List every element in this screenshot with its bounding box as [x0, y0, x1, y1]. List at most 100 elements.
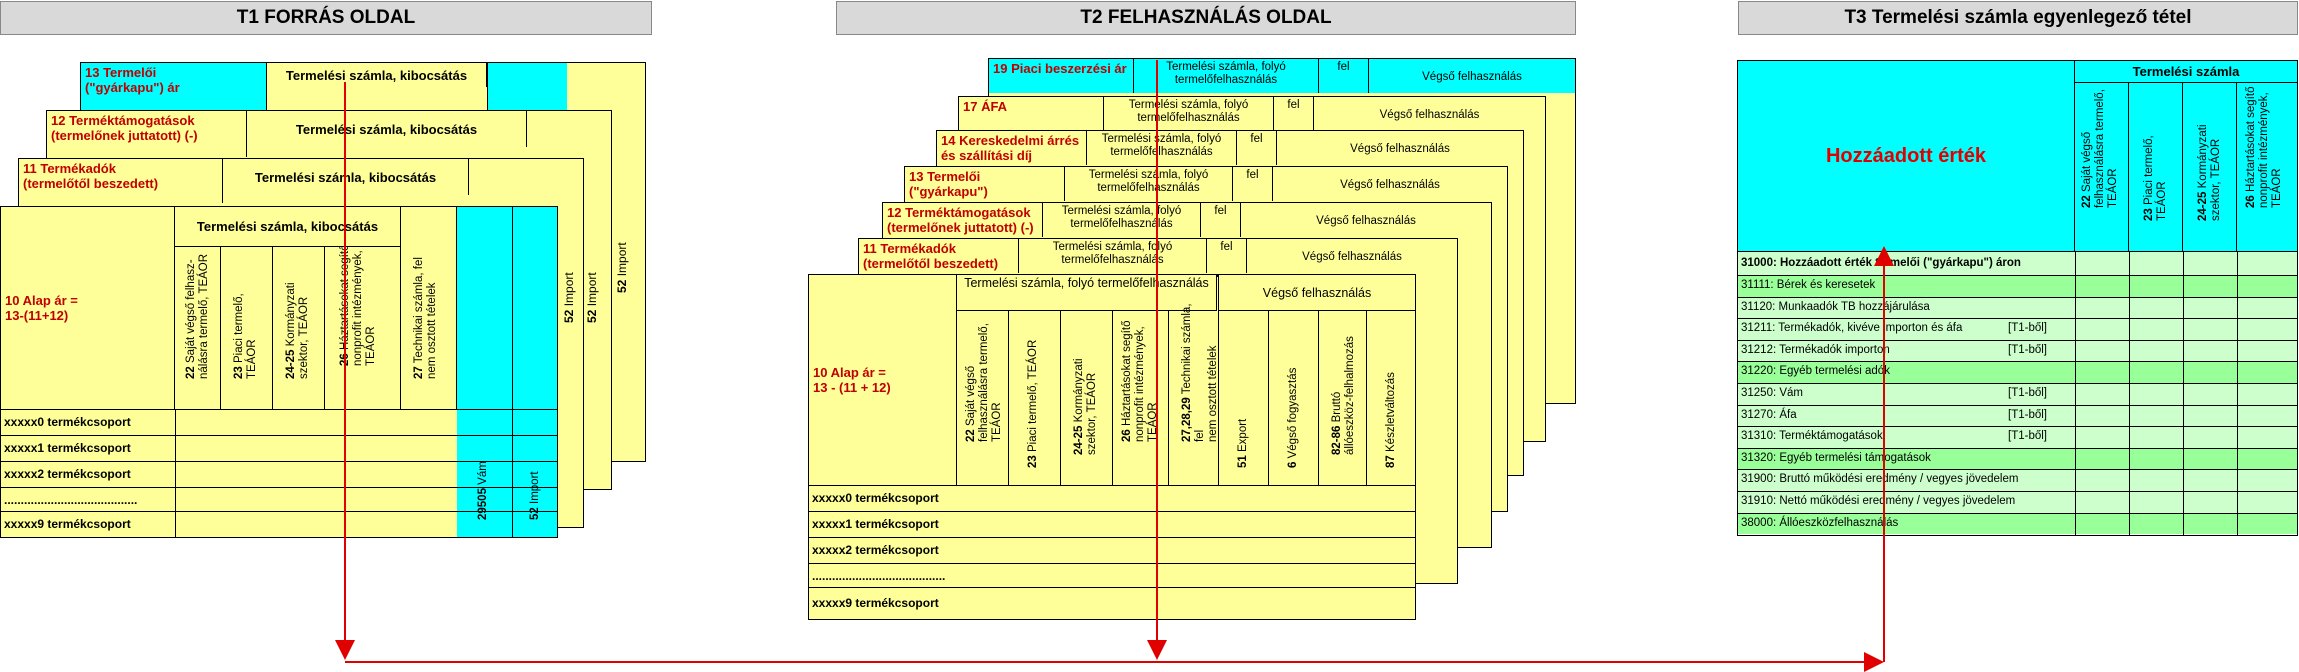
t3-row: 31212: Termékadók importon [T1-ből] — [1738, 339, 2297, 362]
t3-row-label: 31310: Terméktámogatások — [1741, 430, 1883, 443]
t2-sheet-14-right: Végső felhasználás — [1350, 142, 1450, 155]
t1-front-header: Termelési számla, kibocsátás — [175, 207, 401, 247]
t2-sheet-13-fel: fel — [1233, 167, 1273, 201]
t3-row: 31250: Vám [T1-ből] — [1738, 383, 2297, 405]
t3-row: 31910: Nettó működési eredmény / vegyes … — [1738, 491, 2297, 513]
t3-row: 31211: Termékadók, kivéve importon és áf… — [1738, 318, 2297, 340]
t3-col-23: 23 Piaci termelő, TEÁOR — [2129, 83, 2183, 251]
t2-col-26: 26 Háztartásokat segítő nonprofit intézm… — [1113, 311, 1169, 485]
t3-row: 31120: Munkaadók TB hozzájárulása — [1738, 296, 2297, 319]
t2-col-51: 51 Export — [1219, 311, 1269, 485]
t2-sheet-11-right: Végső felhasználás — [1302, 250, 1402, 263]
t1-col-22: 22 Saját végső felhasz- nálásra termelő,… — [175, 247, 221, 409]
t1-front-tab: 10 Alap ár = 13-(11+12) — [1, 207, 175, 409]
t2-row-1: xxxxx1 termékcsoport — [809, 511, 1415, 537]
t3-total-row: 31000: Hozzáadott érték termelői ("gyárk… — [1738, 251, 2297, 275]
t2-sheet-12-tab: 12 Terméktámogatások (termelőnek juttato… — [883, 203, 1043, 237]
t3-row: 31900: Bruttó működési eredmény / vegyes… — [1738, 469, 2297, 491]
t2-sheet-11-tab: 11 Termékadók (termelőtől beszedett) — [859, 239, 1019, 273]
t3-row-label: 31111: Bérek és keresetek — [1741, 279, 1876, 291]
t3-row: 31310: Terméktámogatások [T1-ből] — [1738, 426, 2297, 448]
t2-sheet-17-right: Végső felhasználás — [1379, 108, 1480, 121]
t1-title: T1 FORRÁS OLDAL — [0, 1, 652, 35]
t1-row-9: xxxxx9 termékcsoport — [1, 511, 557, 537]
t3-row-ref: [T1-ből] — [2008, 430, 2047, 443]
t2-sheet-17-tab: 17 ÁFA — [959, 97, 1104, 131]
t2-sheet-14-fel: fel — [1237, 131, 1277, 165]
t1-col-vam: 29505 Vám — [457, 207, 513, 537]
t2-sheet-17-fel: fel — [1274, 97, 1314, 131]
t2-col-6: 6 Végső fogyasztás — [1269, 311, 1319, 485]
t3-table: Hozzáadott érték Termelési számla 22 Saj… — [1737, 60, 2298, 536]
t3-title: T3 Termelési számla egyenlegező tétel — [1738, 1, 2298, 35]
t1-row-0: xxxxx0 termékcsoport — [1, 409, 557, 435]
t2-sheet-19-fel: fel — [1319, 59, 1369, 93]
t3-row: 31220: Egyéb termelési adók — [1738, 361, 2297, 383]
t2-col-27-29: 27,28,29 Technikai számla, fel nem oszto… — [1169, 275, 1219, 485]
t1-col-import: 52 Import — [513, 207, 557, 537]
t2-sheet-12-right: Végső felhasználás — [1316, 214, 1416, 227]
t2-sheet-19-mid: Termelési számla, folyó termelőfelhaszná… — [1134, 59, 1319, 93]
t3-row-label: 31220: Egyéb termelési adók — [1741, 365, 1890, 378]
t2-col-24-25: 24-25 Kormányzati szektor, TEÁOR — [1061, 311, 1113, 485]
t1-sheet-13-cyan-col — [487, 63, 567, 111]
t2-title: T2 FELHASZNÁLÁS OLDAL — [836, 1, 1576, 35]
t2-row-2: xxxxx2 termékcsoport — [809, 537, 1415, 563]
t2-row-0: xxxxx0 termékcsoport — [809, 485, 1415, 511]
t3-header-label: Hozzáadott érték — [1738, 61, 2075, 251]
t3-row-label: 38000: Állóeszközfelhasználás — [1741, 516, 1899, 529]
t2-sheet-14-mid: Termelési számla, folyó termelőfelhaszná… — [1087, 131, 1237, 165]
t1-col-27: 27 Technikai számla, fel nem osztott tét… — [401, 207, 457, 409]
t3-row: 31270: Áfa [T1-ből] — [1738, 404, 2297, 427]
t3-row-ref: [T1-ből] — [2008, 343, 2047, 356]
t3-row-label: 31120: Munkaadók TB hozzájárulása — [1741, 300, 1930, 313]
t1-col-26: 26 Háztartásokat segítő nonprofit intézm… — [325, 247, 401, 409]
t3-row-ref: [T1-ből] — [2008, 408, 2047, 421]
t3-row-ref: [T1-ből] — [2008, 322, 2047, 335]
t3-col-24-25: 24-25 Kormányzati szektor, TEÁOR — [2183, 83, 2237, 251]
t2-sheet-19-tab: 19 Piaci beszerzési ár — [989, 59, 1134, 93]
t3-row: 38000: Állóeszközfelhasználás — [1738, 512, 2297, 535]
t2-row-9: xxxxx9 termékcsoport — [809, 587, 1415, 619]
t3-col-22: 22 Saját végső felhasználásra termelő, T… — [2075, 83, 2129, 251]
t2-sheet-11-mid: Termelési számla, folyó termelőfelhaszná… — [1019, 239, 1207, 273]
t2-sheet-13-right: Végső felhasználás — [1340, 178, 1440, 191]
t2-front-right: Végső felhasználás — [1219, 275, 1415, 311]
t1-row-dots: ........................................ — [1, 487, 557, 511]
t2-sheet-12-mid: Termelési számla, folyó termelőfelhaszná… — [1043, 203, 1201, 237]
t1-col-24-25: 24-25 Kormányzati szektor, TEÁOR — [273, 247, 325, 409]
t2-col-82-86: 82-86 Bruttó állóeszköz-felhalmozás — [1319, 311, 1367, 485]
t2-front-tab: 10 Alap ár = 13 - (11 + 12) — [809, 275, 957, 485]
t3-row-label: 31212: Termékadók importon — [1741, 343, 1890, 356]
t1-sheet-11-tab: 11 Termékadók (termelőtől beszedett) — [19, 159, 223, 203]
t1-front-sheet: 10 Alap ár = 13-(11+12) Termelési számla… — [0, 206, 558, 538]
t1-sheet-13-header: Termelési számla, kibocsátás — [267, 63, 487, 87]
t1-sheet-12-tab: 12 Terméktámogatások (termelőnek juttato… — [47, 111, 247, 157]
t3-row-label: 31900: Bruttó működési eredmény / vegyes… — [1741, 473, 2019, 486]
t3-row-label: 31910: Nettó működési eredmény / vegyes … — [1741, 495, 2016, 507]
t3-row-label: 31270: Áfa — [1741, 408, 1797, 421]
t3-col-26: 26 Háztartásokat segítő nonprofit intézm… — [2237, 83, 2297, 251]
t3-row-ref: [T1-ből] — [2008, 387, 2047, 399]
t2-col-22: 22 Saját végső felhasználásra termelő, T… — [957, 311, 1009, 485]
t1-sheet-12-header: Termelési számla, kibocsátás — [247, 111, 527, 147]
t2-sheet-14-tab: 14 Kereskedelmi árrés és szállítási díj — [937, 131, 1087, 165]
t3-row-label: 31211: Termékadók, kivéve importon és áf… — [1741, 322, 1963, 335]
t2-sheet-19-right: Végső felhasználás — [1369, 59, 1575, 93]
t1-row-2: xxxxx2 termékcsoport — [1, 461, 557, 487]
t1-row-1: xxxxx1 termékcsoport — [1, 435, 557, 461]
t1-col-23: 23 Piaci termelő, TEÁOR — [221, 247, 273, 409]
t1-sheet-13-tab: 13 Termelői ("gyárkapu") ár — [81, 63, 267, 111]
t2-row-dots: ........................................ — [809, 563, 1415, 587]
t2-front-mid: Termelési számla, folyó termelőfelhaszná… — [957, 275, 1217, 311]
t2-col-23: 23 Piaci termelő, TEÁOR — [1009, 311, 1061, 485]
t2-front-sheet: 10 Alap ár = 13 - (11 + 12) Termelési sz… — [808, 274, 1416, 620]
t2-sheet-13-mid: Termelési számla, folyó termelőfelhaszná… — [1065, 167, 1233, 201]
t1-grid-v — [175, 409, 176, 537]
t3-row: 31111: Bérek és keresetek — [1738, 275, 2297, 297]
t2-sheet-12-fel: fel — [1201, 203, 1241, 237]
t3-group-header: Termelési számla — [2075, 61, 2297, 83]
t2-sheet-17-mid: Termelési számla, folyó termelőfelhaszná… — [1104, 97, 1274, 131]
t3-row-label: 31250: Vám — [1741, 387, 1804, 399]
